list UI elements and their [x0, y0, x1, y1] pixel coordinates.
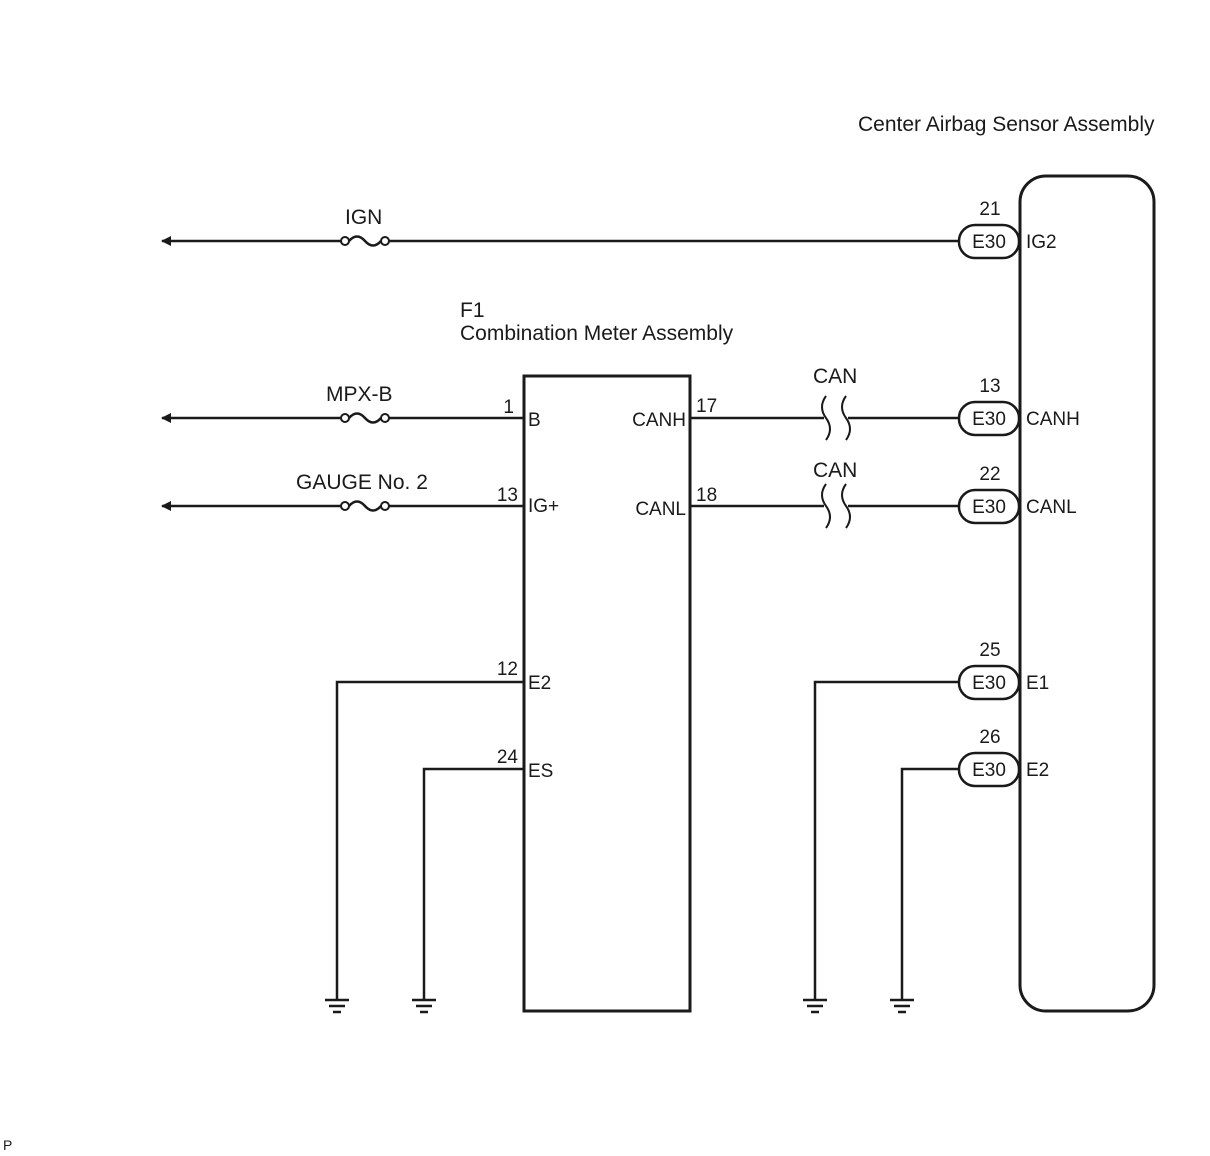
meter-pin-canh-number: 17 [696, 396, 717, 417]
sensor-e1-ground-wire [813, 680, 960, 1000]
connector-canl-pin-number: 22 [979, 464, 1000, 485]
connector-e1-name: E1 [1026, 673, 1049, 694]
meter-es-ground-wire [422, 767, 524, 1000]
connector-canl-code: E30 [972, 497, 1006, 518]
connector-canl: 22 E30 CANL [957, 464, 1077, 525]
ign-fuse-icon [340, 235, 390, 247]
connector-e2-code: E30 [972, 760, 1006, 781]
ground-icon [803, 998, 827, 1014]
ground-icon [412, 998, 436, 1014]
sensor-e2-ground-wire [900, 767, 960, 1000]
connector-e2: 26 E30 E2 [957, 727, 1049, 788]
meter-title: Combination Meter Assembly [460, 322, 734, 345]
meter-pin-b-name: B [528, 410, 541, 431]
meter-code: F1 [460, 299, 485, 322]
connector-canl-shape [957, 488, 1021, 525]
connector-canh-pin-number: 13 [979, 376, 1000, 397]
airbag-sensor-title: Center Airbag Sensor Assembly [858, 113, 1155, 136]
footer-mark: P [3, 1137, 12, 1153]
meter-pin-es-name: ES [528, 761, 553, 782]
can-break-icon [821, 395, 851, 441]
mpxb-fuse-label: MPX-B [326, 383, 393, 406]
meter-pin-ig-name: IG+ [528, 496, 559, 517]
canh-can-label: CAN [813, 365, 857, 388]
ground-icon [325, 998, 349, 1014]
connector-ig2-name: IG2 [1026, 232, 1057, 253]
meter-pin-b-number: 1 [503, 397, 514, 418]
gauge-fuse-icon [340, 500, 390, 512]
meter-pin-canl-number: 18 [696, 485, 717, 506]
mpxb-fuse-icon [340, 412, 390, 424]
meter-pin-es-number: 24 [497, 747, 519, 768]
ign-fuse-label: IGN [345, 206, 382, 229]
gauge-fuse-label: GAUGE No. 2 [296, 471, 428, 494]
can-break-icon [821, 483, 851, 529]
connector-ig2-code: E30 [972, 232, 1006, 253]
connector-e2-name: E2 [1026, 760, 1049, 781]
meter-e2-ground-wire [335, 680, 524, 1000]
meter-pin-canl-name: CANL [635, 499, 686, 520]
ground-icon [890, 998, 914, 1014]
combination-meter-box [522, 374, 692, 1013]
connector-ig2: 21 E30 IG2 [957, 199, 1057, 260]
connector-ig2-pin-number: 21 [979, 199, 1000, 220]
connector-canh-code: E30 [972, 409, 1006, 430]
connector-canh: 13 E30 CANH [957, 376, 1080, 437]
connector-ig2-shape [957, 223, 1021, 260]
meter-pin-e2-name: E2 [528, 673, 551, 694]
connector-canl-name: CANL [1026, 497, 1077, 518]
connector-canh-shape [957, 400, 1021, 437]
connector-e1-code: E30 [972, 673, 1006, 694]
connector-e2-pin-number: 26 [979, 727, 1000, 748]
meter-pin-canh-name: CANH [632, 410, 686, 431]
canl-can-label: CAN [813, 459, 857, 482]
airbag-sensor-box [1018, 174, 1156, 1013]
connector-e1-shape [957, 664, 1021, 701]
connector-e2-shape [957, 751, 1021, 788]
meter-pin-e2-number: 12 [497, 659, 518, 680]
connector-e1-pin-number: 25 [979, 640, 1000, 661]
connector-canh-name: CANH [1026, 409, 1080, 430]
meter-pin-ig-number: 13 [497, 485, 518, 506]
connector-e1: 25 E30 E1 [957, 640, 1049, 701]
